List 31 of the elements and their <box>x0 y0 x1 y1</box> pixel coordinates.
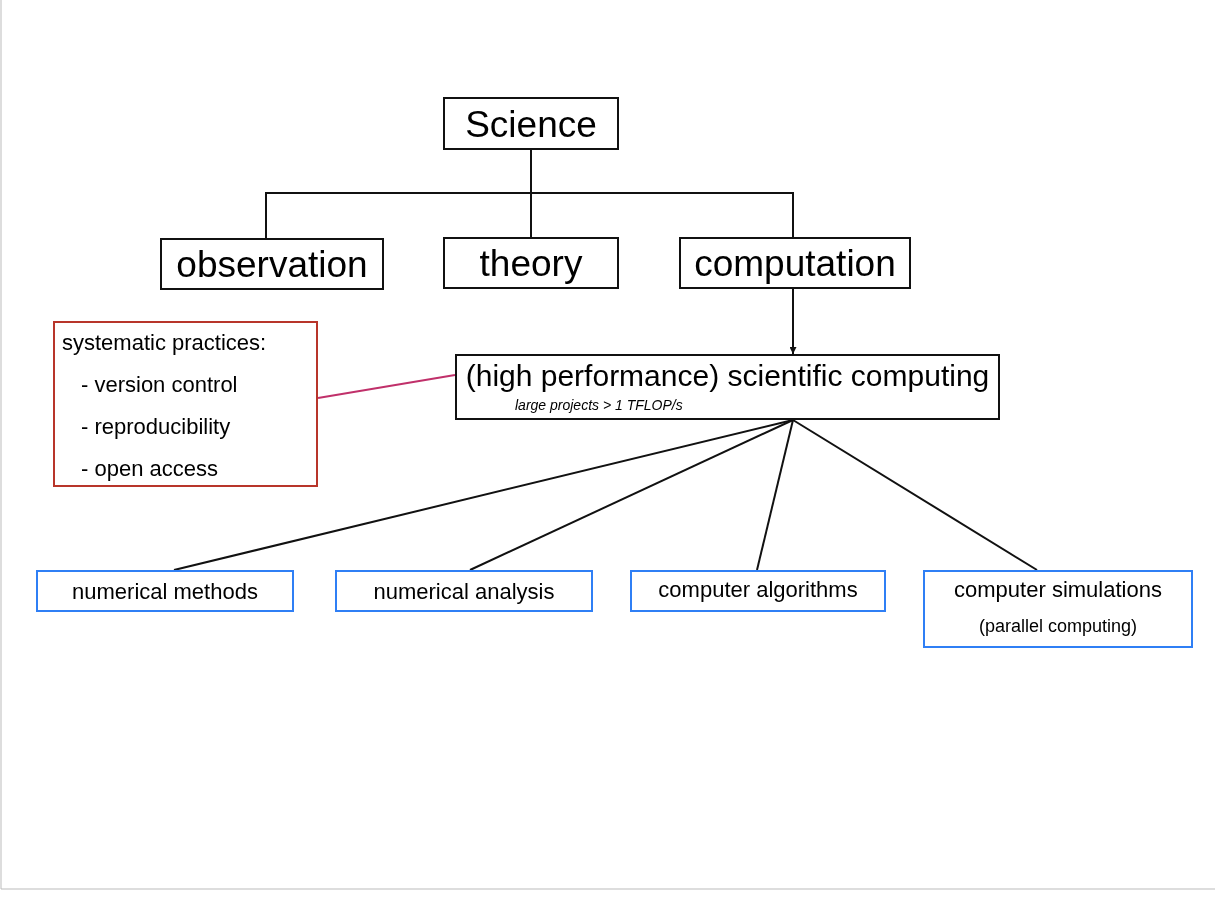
connector-line <box>530 149 794 238</box>
node-label: computer algorithms <box>658 579 858 601</box>
node-label: observation <box>176 246 368 283</box>
topic-box <box>335 570 593 612</box>
node-sublabel: (parallel computing) <box>978 617 1138 635</box>
connector-line <box>756 419 794 571</box>
connector-line <box>469 419 794 571</box>
list-item: - reproducibility <box>81 416 231 438</box>
note-box <box>53 321 318 487</box>
topic-box <box>36 570 294 612</box>
list-item: - version control <box>81 374 238 396</box>
node-label: (high performance) scientific computing <box>465 361 990 391</box>
node-label: numerical methods <box>72 581 258 603</box>
concept-box <box>455 354 1000 420</box>
node-label: numerical analysis <box>373 581 555 603</box>
topic-box <box>923 570 1193 648</box>
connector-line <box>792 419 1038 571</box>
node-label: computation <box>694 245 896 282</box>
node-sublabel: large projects > 1 TFLOP/s <box>515 398 683 412</box>
concept-box <box>443 97 619 150</box>
node-label: computer simulations <box>954 579 1162 601</box>
connector-line <box>317 374 456 399</box>
concept-box <box>160 238 384 290</box>
arrow <box>789 288 797 355</box>
node-label: systematic practices: <box>62 332 267 354</box>
list-item: - open access <box>81 458 218 480</box>
topic-box <box>630 570 886 612</box>
concept-box <box>443 237 619 289</box>
node-label: Science <box>465 106 597 143</box>
concept-box <box>679 237 911 289</box>
node-label: theory <box>479 245 583 282</box>
